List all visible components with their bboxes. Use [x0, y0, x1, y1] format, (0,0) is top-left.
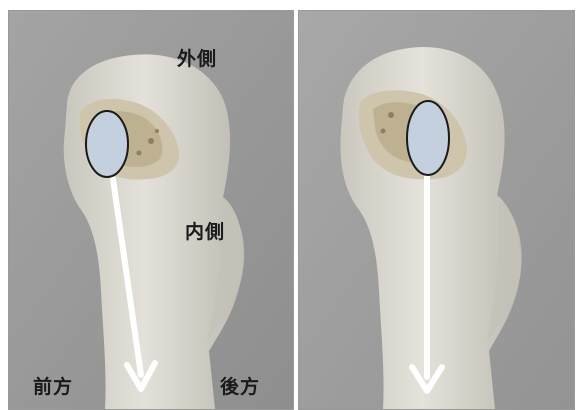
- right-bone-photo: [299, 11, 574, 409]
- left-bone-photo: [9, 11, 293, 409]
- right-photo-panel: [298, 10, 575, 410]
- medial-label: 内側: [185, 217, 225, 244]
- anterior-label: 前方: [33, 372, 73, 399]
- tunnel-ellipse-icon: [86, 111, 128, 177]
- lateral-label: 外側: [177, 44, 217, 71]
- posterior-label: 後方: [220, 372, 260, 399]
- tunnel-ellipse-icon: [407, 101, 449, 175]
- left-photo-panel: 外側 内側 前方 後方: [8, 10, 294, 410]
